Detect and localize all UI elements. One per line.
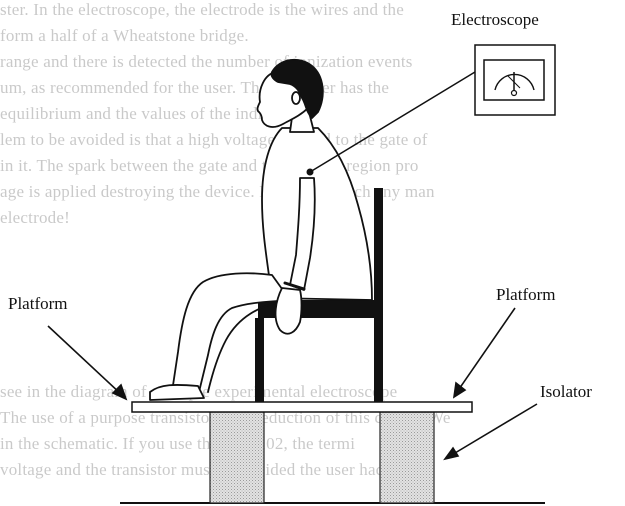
hair — [270, 58, 324, 119]
arrowhead-platform-left — [111, 383, 128, 401]
wristband — [283, 281, 306, 291]
label-isolator: Isolator — [540, 382, 592, 401]
leg-back — [207, 299, 291, 393]
bg-text-line: form a half of a Wheatstone bridge. — [0, 26, 249, 45]
leg — [171, 272, 291, 397]
shoe — [149, 384, 205, 401]
chair-front-leg — [255, 318, 264, 402]
isolator-column-right — [379, 411, 435, 504]
label-platform-right: Platform — [496, 285, 556, 304]
bg-text-line: ster. In the electroscope, the electrode… — [0, 0, 404, 19]
ear — [291, 91, 301, 105]
meter-tick — [507, 75, 521, 89]
label-electroscope: Electroscope — [451, 10, 539, 29]
connection-wire — [309, 71, 476, 173]
bg-text-line: in the schematic. If you use the MPF102,… — [0, 434, 356, 453]
torso — [261, 127, 373, 301]
bg-text-line: voltage and the transistor must be avoid… — [0, 460, 402, 479]
isolator-column-left — [209, 411, 265, 504]
meter-pivot — [510, 89, 518, 97]
arrowhead-platform-right — [452, 381, 467, 399]
arrow-platform-right — [456, 307, 516, 393]
electroscope-device — [474, 44, 556, 116]
arrowhead-isolator — [443, 446, 460, 461]
bg-text-line: electrode! — [0, 208, 70, 227]
label-platform-left: Platform — [8, 294, 68, 313]
platform-plate — [131, 401, 473, 413]
arrow-isolator — [449, 403, 538, 457]
chair-back-post — [374, 188, 383, 402]
person-figure — [149, 58, 373, 401]
arrow-platform-left — [47, 325, 123, 396]
hand — [274, 287, 303, 335]
callout-arrows — [47, 307, 538, 461]
bg-text-line: equilibrium and the values of the indica… — [0, 104, 313, 123]
